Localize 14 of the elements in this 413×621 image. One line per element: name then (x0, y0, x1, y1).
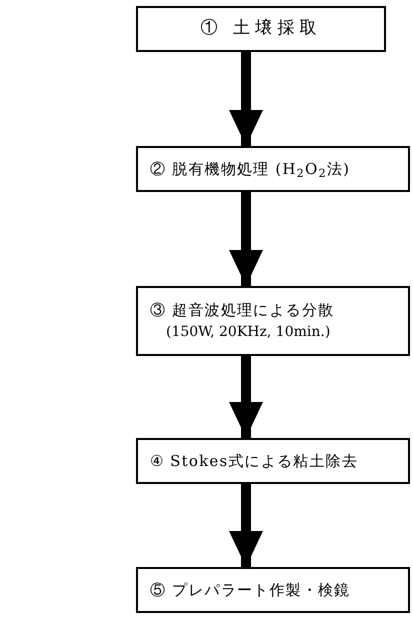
step-text: ① 土壌採取 (199, 17, 322, 40)
step-text: ③ 超音波処理による分散 (150, 300, 336, 322)
process-box (136, 146, 410, 192)
step-text: ④ Stokes式による粘土除去 (150, 450, 359, 472)
process-box (136, 286, 410, 356)
process-box (136, 6, 386, 52)
step-text: ② 脱有機物処理 (H$_{2}$O$_{2}$法) (150, 158, 352, 180)
step-text: (150W, 20KHz, 10min.) (165, 322, 332, 342)
process-box (136, 438, 410, 484)
arrow (229, 192, 263, 286)
process-box (136, 567, 410, 613)
arrow (229, 356, 263, 438)
arrow (229, 52, 263, 146)
step-text: ⑤ プレパラート作製・検鏡 (150, 580, 352, 601)
